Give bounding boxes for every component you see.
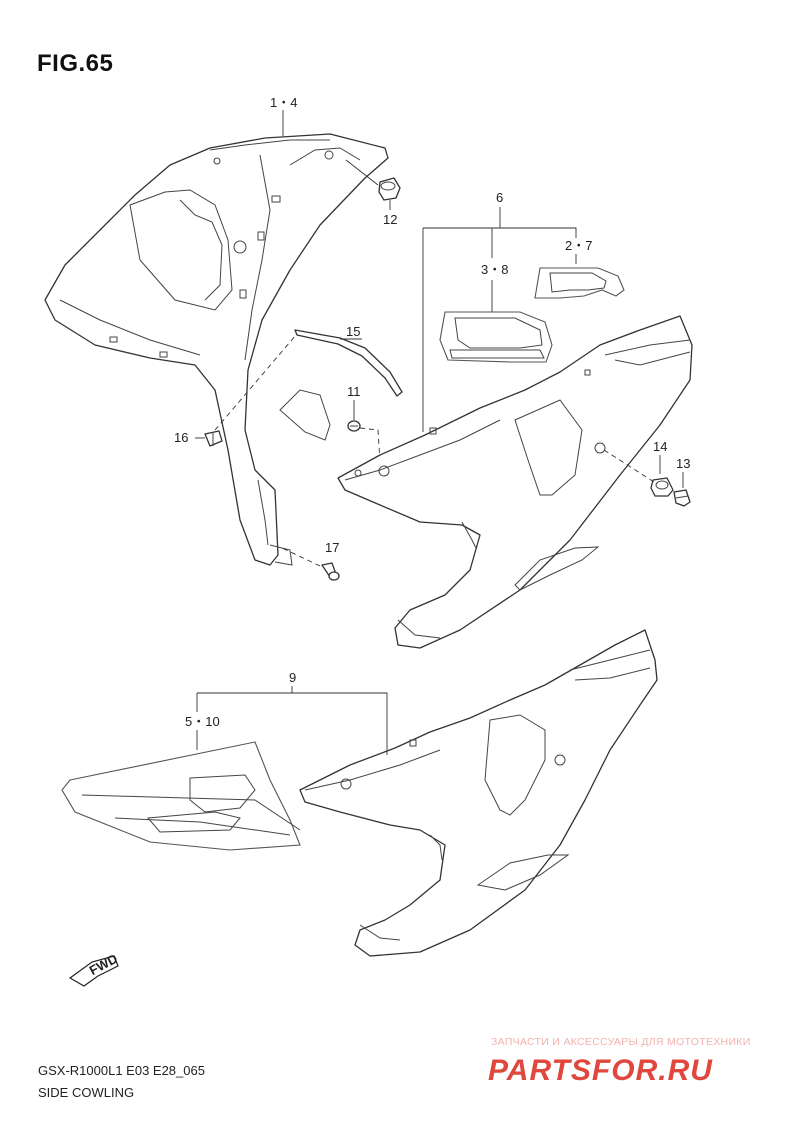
- callout-16: 16: [174, 430, 188, 445]
- screw-11[interactable]: [347, 420, 361, 432]
- lower-side-cowling-part[interactable]: [299, 629, 658, 957]
- callout-13: 13: [676, 456, 690, 471]
- figure-title: FIG.65: [37, 50, 114, 77]
- side-cowling-part[interactable]: [337, 315, 693, 649]
- callout-15: 15: [346, 324, 360, 339]
- callout-17: 17: [325, 540, 339, 555]
- callout-11: 11: [347, 384, 361, 399]
- clip-16[interactable]: [204, 430, 223, 447]
- decal-gsx-3-8[interactable]: [439, 311, 553, 363]
- footer-model-code: GSX-R1000L1 E03 E28_065: [38, 1063, 205, 1078]
- watermark-brand: PARTSFOR.RU: [488, 1054, 713, 1087]
- decal-5-10[interactable]: [61, 741, 301, 851]
- inner-cowling-part[interactable]: [44, 133, 389, 566]
- cowling-stay-15[interactable]: [294, 329, 403, 397]
- grommet-12[interactable]: [378, 177, 401, 201]
- grommet-14[interactable]: [650, 477, 674, 497]
- decal-r-2-7[interactable]: [534, 267, 625, 299]
- footer-section-name: SIDE COWLING: [38, 1085, 135, 1100]
- fwd-arrow-icon: FWD: [68, 951, 120, 987]
- watermark-logo: PARTSFOR.RU: [488, 1054, 713, 1087]
- callout-2-7: 2・7: [565, 238, 592, 253]
- callout-3-8: 3・8: [481, 262, 508, 277]
- callout-1-4: 1・4: [270, 95, 297, 110]
- screw-13[interactable]: [673, 489, 691, 507]
- watermark-caption: ЗАПЧАСТИ И АКСЕССУАРЫ ДЛЯ МОТОТЕХНИКИ: [491, 1036, 751, 1048]
- callout-5-10: 5・10: [185, 714, 220, 729]
- screw-17[interactable]: [321, 562, 340, 581]
- callout-6: 6: [496, 190, 503, 205]
- callout-12: 12: [383, 212, 397, 227]
- callout-9: 9: [289, 670, 296, 685]
- callout-14: 14: [653, 439, 667, 454]
